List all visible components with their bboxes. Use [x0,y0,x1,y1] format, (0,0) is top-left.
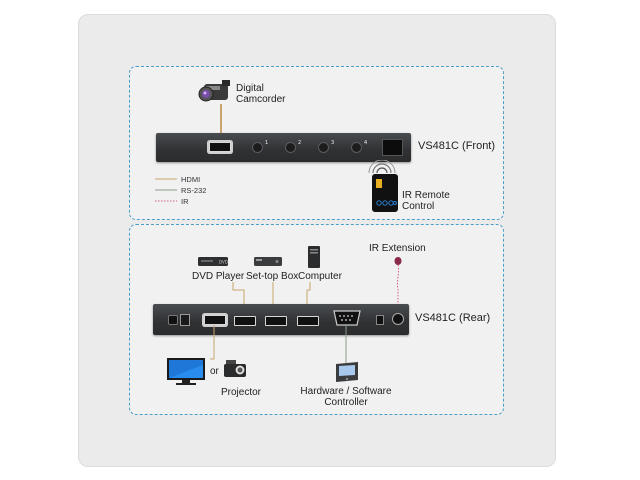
svg-text:DVD: DVD [219,260,228,265]
rear-small-switch[interactable] [376,315,384,325]
front-button-1[interactable] [252,142,263,153]
front-button-1-number: 1 [265,140,269,146]
dvd-player-icon: DVD [198,257,228,266]
front-device-label: VS481C (Front) [418,140,496,152]
front-button-2-number: 2 [298,140,302,146]
rear-hdmi-input-2 [265,316,287,326]
set-top-box-label: Set-top Box [246,271,299,282]
front-button-4[interactable] [351,142,362,153]
ir-remote-icon [372,174,398,212]
computer-label: Computer [298,271,342,282]
set-top-box-icon [254,257,282,266]
front-ir-window [382,139,403,156]
controller-label: Hardware / Software Controller [300,386,392,408]
front-button-4-number: 4 [364,140,368,146]
rear-device-label: VS481C (Rear) [415,312,491,324]
or-label: or [210,366,219,377]
dvd-player-label: DVD Player [192,271,245,282]
front-button-3-number: 3 [331,140,335,146]
computer-icon [308,246,320,268]
ir-extension-label: IR Extension [369,243,426,254]
rear-power-jack [180,314,190,326]
legend-rs232: RS-232 [181,186,207,195]
projector-icon [224,360,246,377]
camcorder-icon [198,80,230,102]
front-hdmi-port [209,142,231,152]
legend-swatches [155,178,177,202]
rear-ir-extension-jack [392,313,404,325]
legend-hdmi: HDMI [181,175,201,184]
front-button-2[interactable] [285,142,296,153]
front-button-3[interactable] [318,142,329,153]
projector-label: Projector [221,387,262,398]
rear-hdmi-output-port [204,315,226,325]
vs481c-front-device [156,133,411,162]
monitor-icon [167,358,205,385]
ir-signal-icon [368,160,396,174]
camcorder-label: Digital Camcorder [236,83,286,105]
rear-power-switch[interactable] [168,315,178,325]
ir-remote-label: IR Remote Control [402,190,450,212]
rear-hdmi-input-1 [234,316,256,326]
rs232-port-icon [333,310,361,326]
legend-ir: IR [181,197,189,206]
controller-icon [336,362,358,382]
ir-extension-cable-icon [394,257,402,313]
camcorder-hdmi-cable [220,104,222,140]
output-cables [210,325,347,363]
rear-hdmi-input-3 [297,316,319,326]
